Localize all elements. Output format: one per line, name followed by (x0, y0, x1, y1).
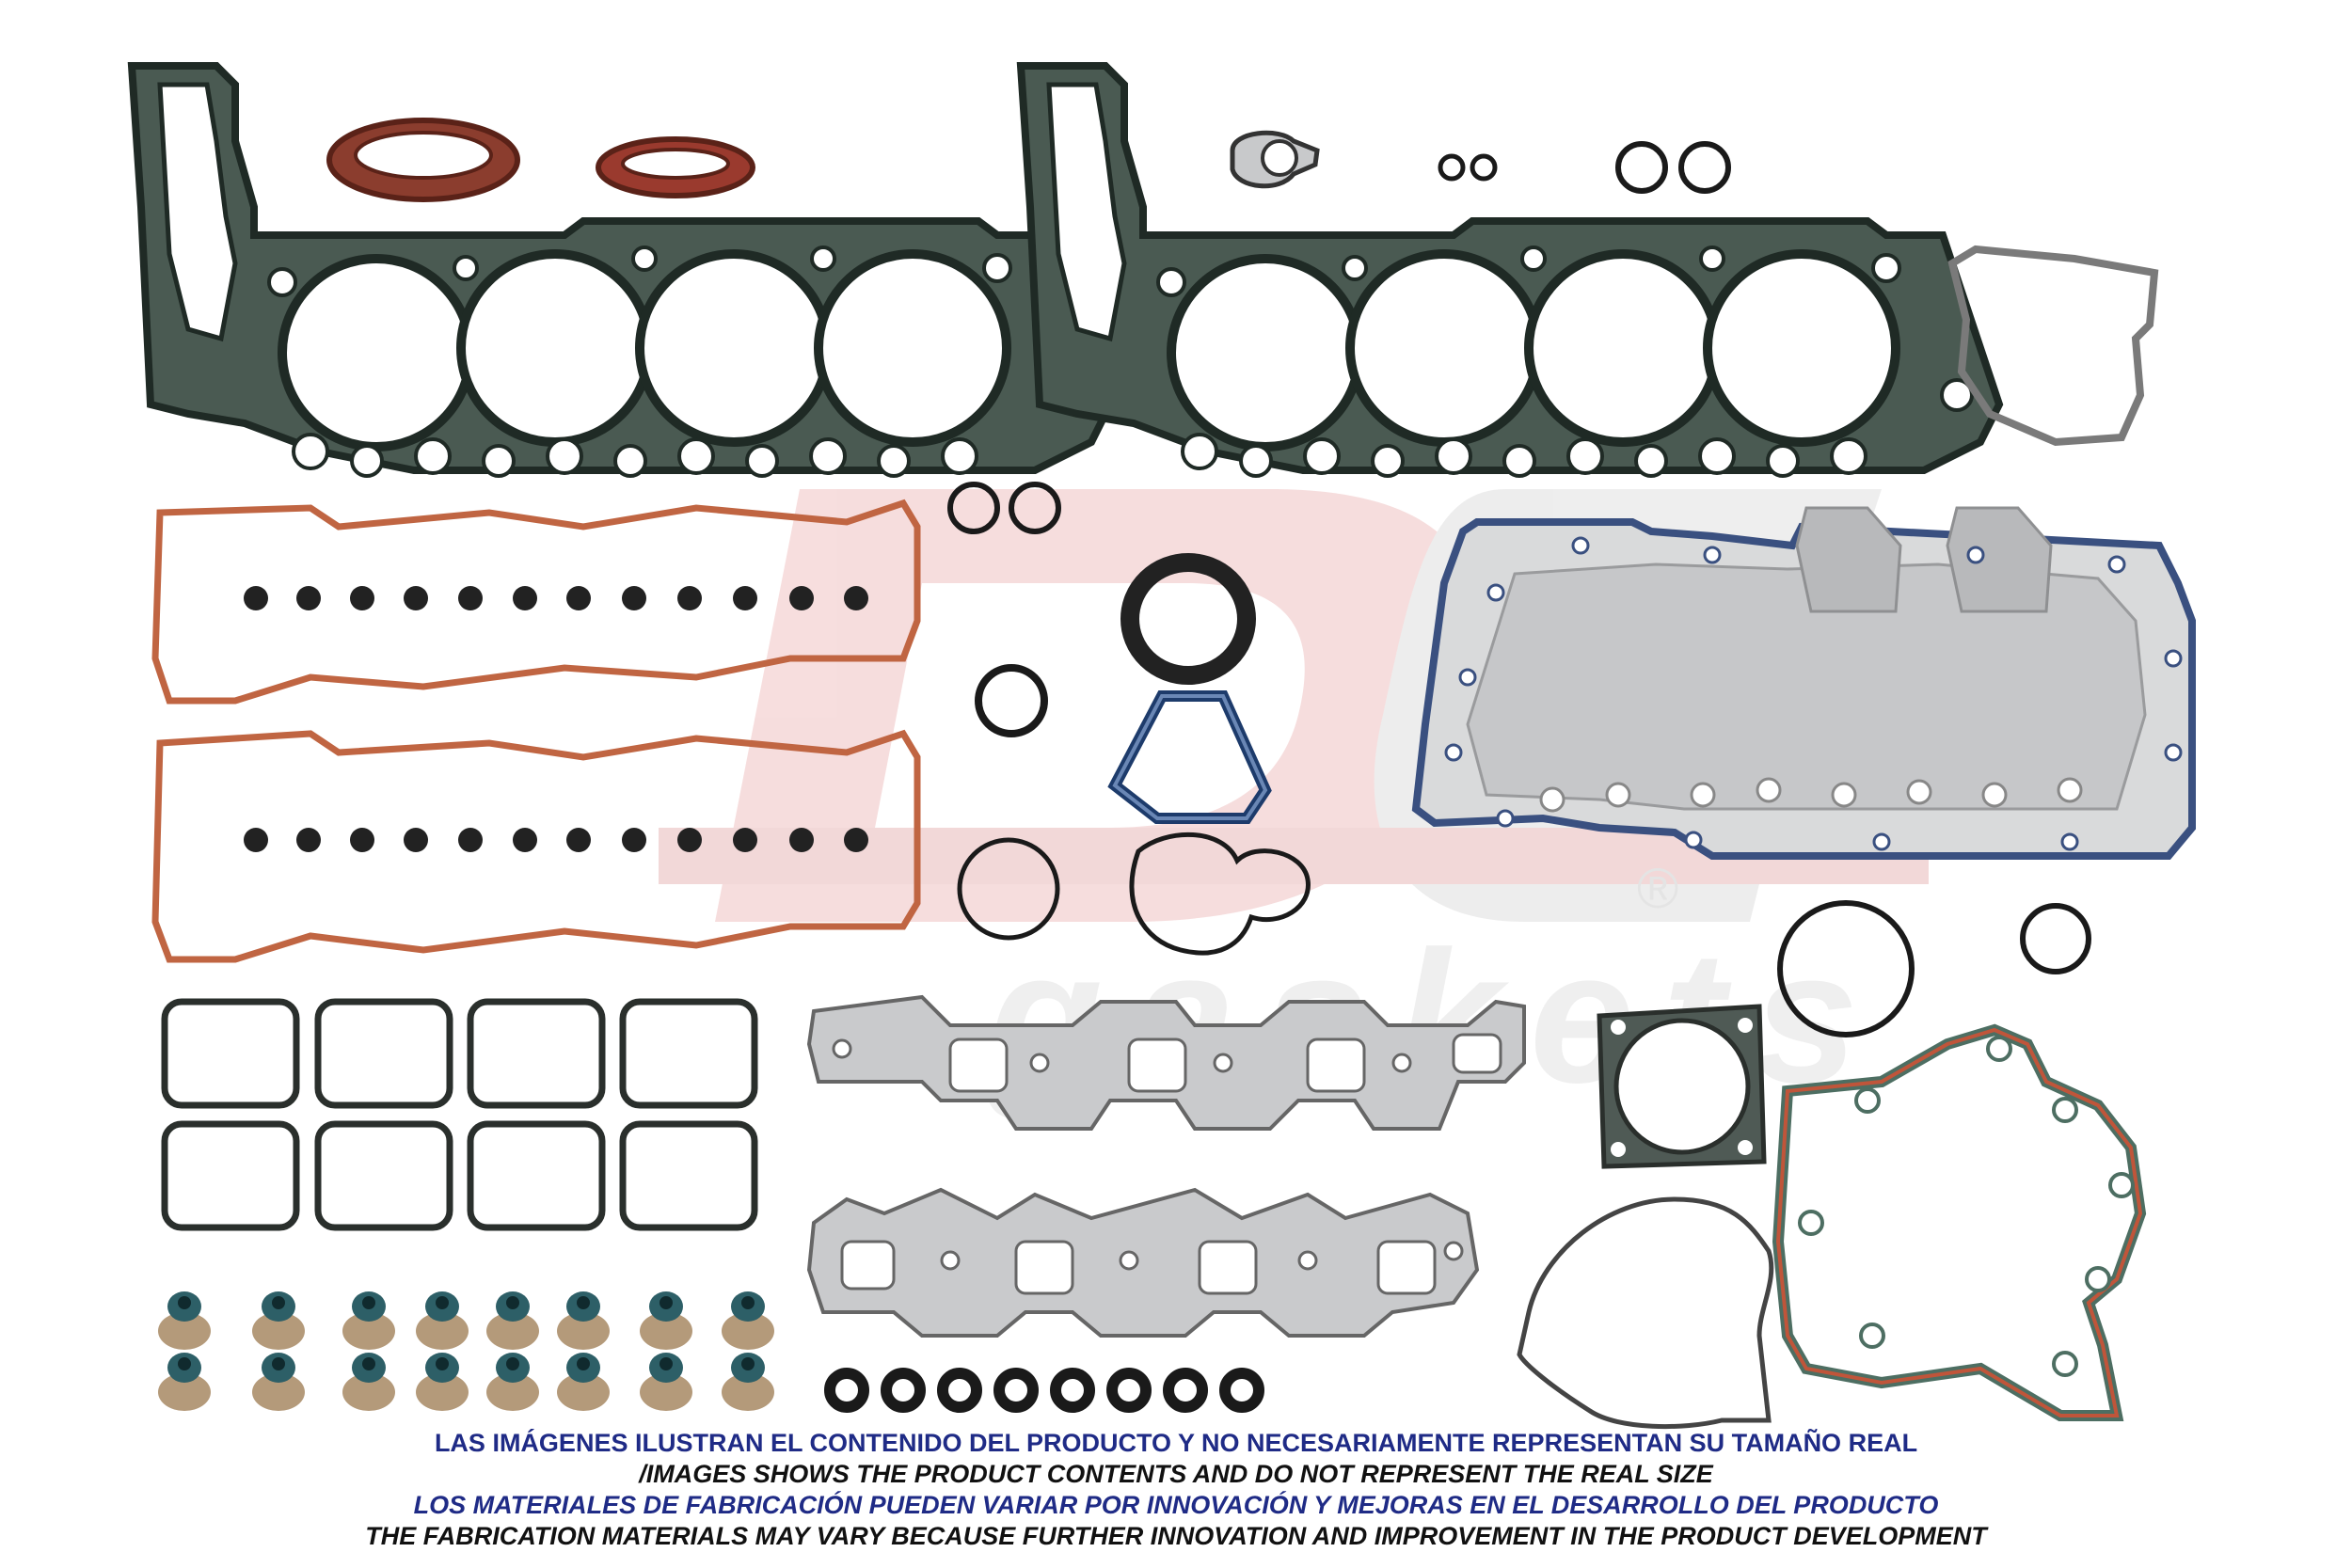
o-ring-large-center (957, 837, 1060, 941)
water-pump-outlet-gasket (1107, 690, 1272, 824)
spark-plug-tube-seals (824, 1368, 1264, 1413)
front-cover-gasket (1517, 1196, 1774, 1430)
o-ring-large-right (1777, 900, 1915, 1037)
front-crank-seal (596, 136, 755, 198)
timing-cover-gasket (1772, 1023, 2147, 1421)
water-pump-gasket (1129, 832, 1311, 956)
valve-cover-gasket-lower (151, 729, 921, 963)
o-ring-medium (975, 664, 1048, 737)
o-rings-pair-center (947, 482, 1061, 534)
disclaimer-line-4: THE FABRICATION MATERIALS MAY VARY BECAU… (365, 1522, 1987, 1550)
valve-stem-seals (158, 1291, 774, 1411)
throttle-body-gasket (1597, 1004, 1767, 1169)
small-o-rings-pair (1438, 153, 1498, 182)
disclaimer-line-2: /IMAGES SHOWS THE PRODUCT CONTENTS AND D… (639, 1460, 1713, 1488)
disclaimer-line-3: LOS MATERIALES DE FABRICACIÓN PUEDEN VAR… (413, 1491, 1939, 1519)
exhaust-manifold-gasket-upper (806, 994, 1526, 1131)
disclaimer-line-1: LAS IMÁGENES ILUSTRAN EL CONTENIDO DEL P… (434, 1429, 1918, 1457)
exhaust-manifold-gasket-lower (806, 1187, 1480, 1338)
head-gasket-right (1016, 62, 2004, 478)
intake-manifold-gaskets (161, 998, 758, 1231)
timing-cover-small-gasket (1947, 245, 2159, 447)
rear-main-seal (326, 118, 520, 202)
valve-cover-gasket-upper (151, 499, 921, 705)
oil-pump-seal-ring (1120, 553, 1256, 685)
head-gasket-left (127, 62, 1115, 478)
oil-pan-gasket (1411, 506, 2196, 860)
thermostat-gasket (1230, 130, 1320, 189)
watermark-registered-mark: ® (1637, 857, 1678, 920)
o-ring-small-right (2020, 903, 2091, 974)
o-rings-pair-top (1615, 141, 1731, 194)
